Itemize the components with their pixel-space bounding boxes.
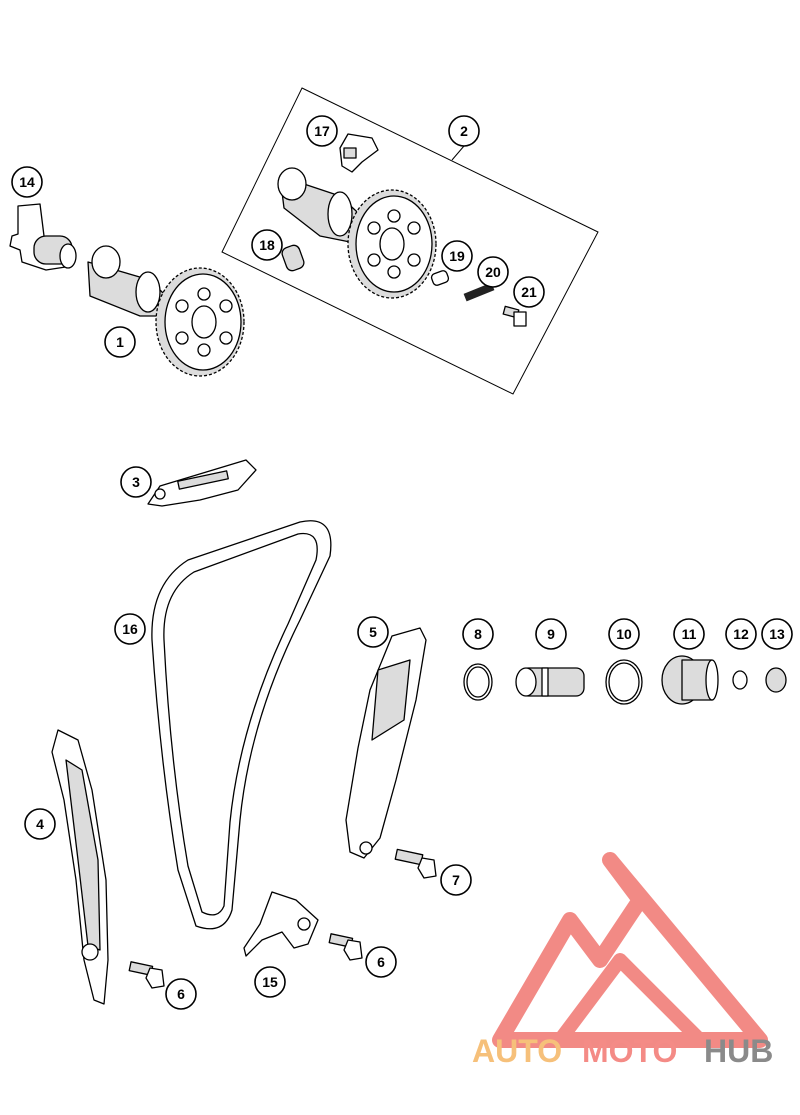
- callout-18: 18: [251, 229, 283, 261]
- watermark-hub: HUB: [704, 1033, 773, 1069]
- part-3-chain-guide-plate: [147, 459, 257, 507]
- part-19-pin: [430, 270, 450, 286]
- part-4-guide-rail: [51, 729, 109, 1005]
- callout-16: 16: [114, 613, 146, 645]
- svg-text:16: 16: [122, 621, 138, 637]
- callout-17: 17: [306, 115, 338, 147]
- callout-20: 20: [477, 256, 509, 288]
- part-21-screw: [502, 305, 527, 327]
- callout-1: 1: [104, 326, 136, 358]
- part-10-sealing-ring: [605, 659, 643, 705]
- part-6-bolt-b: [328, 933, 363, 961]
- svg-text:20: 20: [485, 264, 501, 280]
- part-16-timing-chain: [151, 520, 332, 930]
- part-8-o-ring: [463, 663, 493, 701]
- callout-2: 2: [448, 115, 480, 147]
- svg-text:18: 18: [259, 237, 275, 253]
- callout-10: 10: [608, 618, 640, 650]
- part-18-pin: [281, 244, 305, 272]
- watermark-auto: AUTO: [472, 1033, 562, 1069]
- callout-19: 19: [441, 240, 473, 272]
- svg-text:8: 8: [474, 626, 482, 642]
- svg-text:9: 9: [547, 626, 555, 642]
- part-7-bolt: [394, 848, 437, 879]
- part-9-piston: [515, 667, 585, 697]
- part-20-spring: [463, 282, 495, 302]
- svg-text:14: 14: [19, 174, 35, 190]
- svg-text:5: 5: [369, 624, 377, 640]
- leader-lines: [451, 145, 465, 161]
- svg-text:7: 7: [452, 872, 460, 888]
- callout-7: 7: [440, 864, 472, 896]
- part-1-camshaft: [87, 245, 245, 377]
- kit-box-outline: [221, 87, 599, 395]
- part-2-camshaft-assembly: [277, 167, 437, 299]
- callout-14: 14: [11, 166, 43, 198]
- svg-text:10: 10: [616, 626, 632, 642]
- part-6-bolt-a: [128, 961, 165, 989]
- callout-9: 9: [535, 618, 567, 650]
- part-15-slide-rail: [243, 891, 319, 957]
- callout-5: 5: [357, 616, 389, 648]
- svg-text:1: 1: [116, 334, 124, 350]
- callout-8: 8: [462, 618, 494, 650]
- part-12-ring: [732, 670, 748, 690]
- svg-text:21: 21: [521, 284, 537, 300]
- callout-6a: 6: [165, 978, 197, 1010]
- svg-text:6: 6: [377, 954, 385, 970]
- svg-text:6: 6: [177, 986, 185, 1002]
- callout-12: 12: [725, 618, 757, 650]
- svg-text:17: 17: [314, 123, 330, 139]
- callout-4: 4: [24, 808, 56, 840]
- watermark-moto: MOTO: [582, 1033, 677, 1069]
- svg-text:13: 13: [769, 626, 785, 642]
- part-13-cap: [765, 667, 787, 693]
- part-11-housing: [661, 655, 719, 705]
- svg-text:19: 19: [449, 248, 465, 264]
- callout-15: 15: [254, 966, 286, 998]
- svg-text:2: 2: [460, 123, 468, 139]
- svg-text:4: 4: [36, 816, 44, 832]
- callout-6b: 6: [365, 946, 397, 978]
- callout-21: 21: [513, 276, 545, 308]
- part-14-holder: [9, 203, 77, 271]
- svg-text:3: 3: [132, 474, 140, 490]
- callout-13: 13: [761, 618, 793, 650]
- callout-3: 3: [120, 466, 152, 498]
- svg-text:12: 12: [733, 626, 749, 642]
- svg-text:15: 15: [262, 974, 278, 990]
- part-5-tensioner-rail: [345, 627, 427, 859]
- watermark-logo: [492, 852, 768, 1048]
- part-17-lever: [339, 133, 379, 173]
- callout-11: 11: [673, 618, 705, 650]
- svg-text:11: 11: [682, 626, 697, 642]
